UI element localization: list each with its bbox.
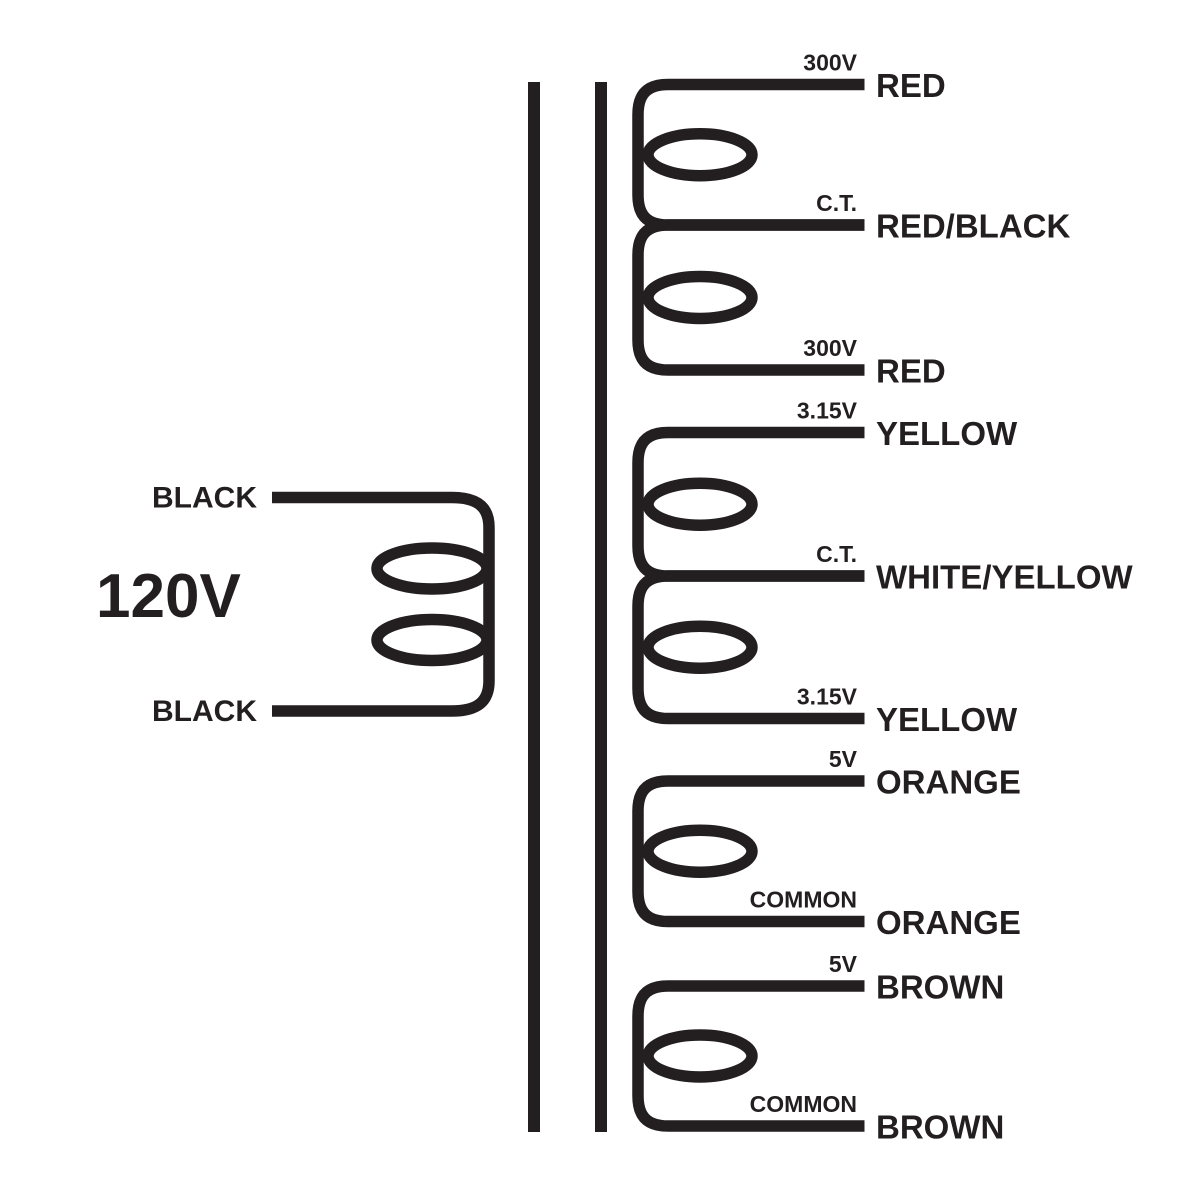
wire-color-label: WHITE/YELLOW [876, 559, 1133, 596]
secondary-loop [642, 477, 758, 531]
wire-color-label: ORANGE [876, 904, 1021, 941]
secondary-loop [642, 1029, 758, 1083]
primary-lead-label: BLACK [152, 482, 257, 515]
transformer-core [528, 82, 607, 1132]
primary-loop [371, 613, 493, 667]
tap-voltage-label: C.T. [816, 541, 857, 567]
tap-voltage-label: COMMON [750, 1091, 857, 1117]
wire-color-label: BROWN [876, 1109, 1004, 1146]
secondary-group-heater-winding-yellow: 3.15V YELLOW C.T. WHITE/YELLOW 3.15V YELLOW [632, 398, 1133, 738]
secondary-loop [642, 824, 758, 878]
tap-voltage-label: 3.15V [797, 398, 858, 424]
tap-voltage-label: 300V [803, 50, 857, 76]
core-bar-left [528, 82, 540, 1132]
primary-winding: BLACK BLACK 120V [96, 482, 495, 728]
wire-color-label: RED [876, 353, 946, 390]
secondary-loop [642, 128, 758, 182]
wire-color-label: YELLOW [876, 415, 1018, 452]
secondary-winding-wire [632, 570, 865, 725]
tap-voltage-label: COMMON [750, 887, 857, 913]
wire-color-label: BROWN [876, 969, 1004, 1006]
secondary-group-rectifier-winding-brown: 5V BROWN COMMON BROWN [632, 951, 1004, 1146]
tap-voltage-label: C.T. [816, 190, 857, 216]
secondary-group-high-voltage-winding: 300V RED C.T. RED/BLACK 300V RED [632, 50, 1070, 390]
wire-color-label: RED/BLACK [876, 208, 1070, 245]
secondary-loop [642, 620, 758, 674]
secondary-loop [642, 270, 758, 325]
tap-voltage-label: 5V [829, 746, 858, 772]
wire-color-label: RED [876, 67, 946, 104]
secondary-winding-wire [632, 775, 865, 928]
primary-loop [371, 542, 493, 595]
primary-voltage-label: 120V [96, 562, 241, 631]
tap-voltage-label: 300V [803, 335, 857, 361]
wire-color-label: YELLOW [876, 701, 1018, 738]
primary-lead-label: BLACK [152, 695, 257, 728]
secondary-group-rectifier-winding-orange: 5V ORANGE COMMON ORANGE [632, 746, 1021, 941]
secondary-winding-wire [632, 219, 865, 376]
primary-winding-wire [272, 491, 495, 717]
tap-voltage-label: 5V [829, 951, 858, 977]
core-bar-right [595, 82, 607, 1132]
secondary-winding-wire [632, 980, 865, 1132]
tap-voltage-label: 3.15V [797, 684, 858, 710]
wire-color-label: ORANGE [876, 764, 1021, 801]
